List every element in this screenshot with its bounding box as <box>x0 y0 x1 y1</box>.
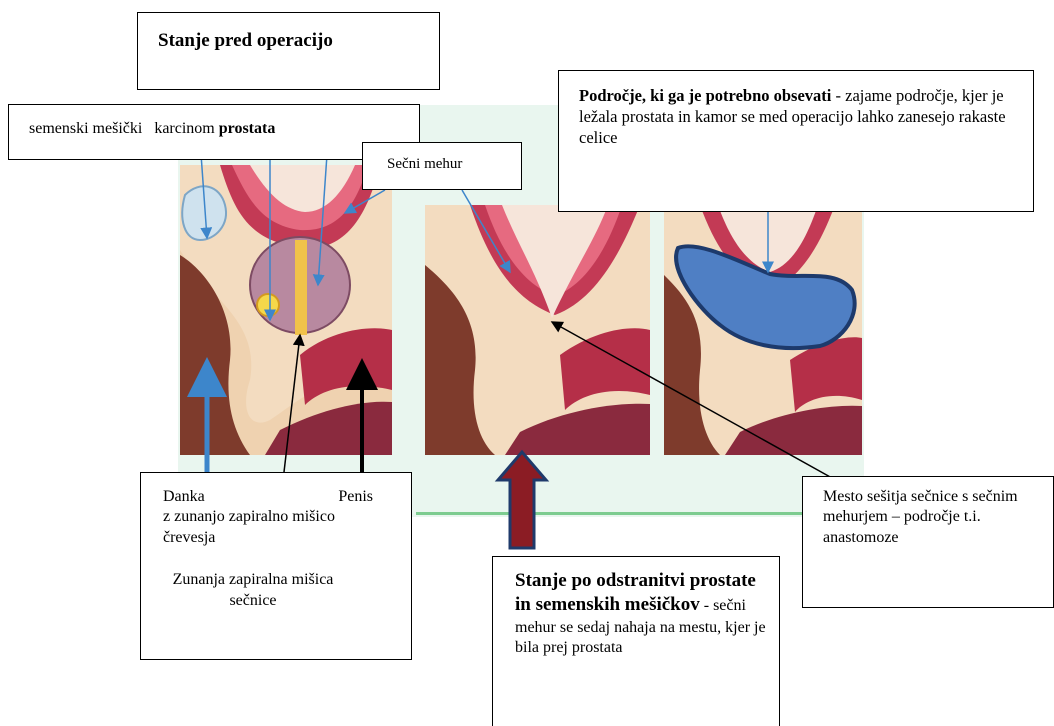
label-anal-sphincter: z zunanjo zapiralno mišico črevesja <box>163 507 363 548</box>
title-before-text: Stanje pred operacijo <box>158 30 333 51</box>
label-rectum: Danka <box>163 487 205 507</box>
panel-radiation-area <box>664 205 862 455</box>
labels-row-box: semenski mešički karcinom prostata <box>8 104 420 160</box>
panel-after-surgery <box>425 205 650 455</box>
anastomosis-box: Mesto sešitja sečnice s sečnim mehurjem … <box>802 476 1054 608</box>
panel-1-carcinoma <box>257 294 279 316</box>
title-before-box: Stanje pred operacijo <box>137 12 440 90</box>
arrow-after-state <box>498 452 546 548</box>
panel-1-urethra <box>295 240 307 335</box>
rectum-penis-box: Danka Penis z zunanjo zapiralno mišico č… <box>140 472 412 660</box>
label-prostate: prostata <box>219 120 276 137</box>
after-state-box: Stanje po odstranitvi prostate in semens… <box>492 556 780 726</box>
label-urethral-sphincter: Zunanja zapiralna mišica sečnice <box>163 570 343 611</box>
label-penis: Penis <box>338 487 373 507</box>
label-seminal-vesicles: semenski mešički <box>29 120 142 137</box>
observe-area-title: Področje, ki ga je potrebno obsevati <box>579 86 831 105</box>
label-bladder: Sečni mehur <box>387 156 462 172</box>
bladder-label-box: Sečni mehur <box>362 142 522 190</box>
danka-penis-row: Danka Penis <box>163 487 373 507</box>
observe-area-box: Področje, ki ga je potrebno obsevati - z… <box>558 70 1034 212</box>
label-carcinoma: karcinom <box>154 120 214 137</box>
label-anastomosis: Mesto sešitja sečnice s sečnim mehurjem … <box>823 488 1018 546</box>
